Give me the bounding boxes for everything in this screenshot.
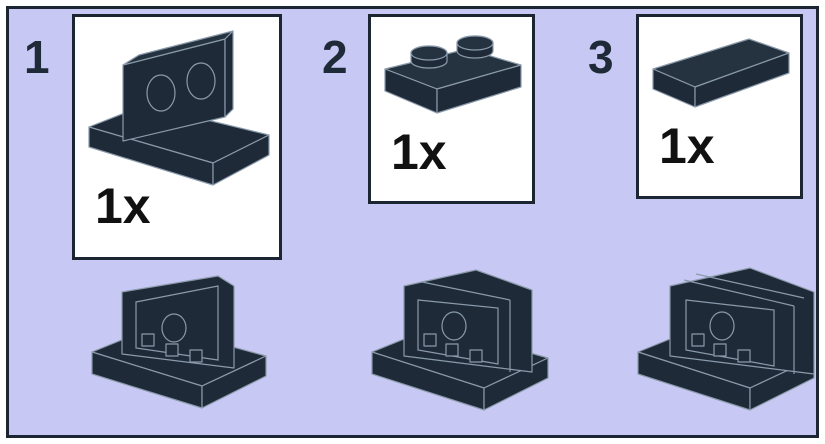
step-number-1: 1: [24, 34, 50, 80]
tile-part-icon: [639, 17, 806, 202]
quantity-label-step-3: 1x: [659, 121, 715, 171]
parts-callout-step-2: 1x: [368, 14, 535, 204]
assembly-step-3-image: [634, 266, 820, 422]
parts-callout-step-3: 1x: [636, 14, 803, 199]
parts-callout-step-1: 1x: [72, 14, 282, 260]
assembly-step-2-image: [366, 268, 556, 422]
quantity-label-step-2: 1x: [391, 127, 447, 177]
step-number-2: 2: [322, 34, 348, 80]
assembly-step-1-image: [86, 272, 276, 422]
step-number-3: 3: [588, 34, 614, 80]
quantity-label-step-1: 1x: [95, 181, 151, 231]
